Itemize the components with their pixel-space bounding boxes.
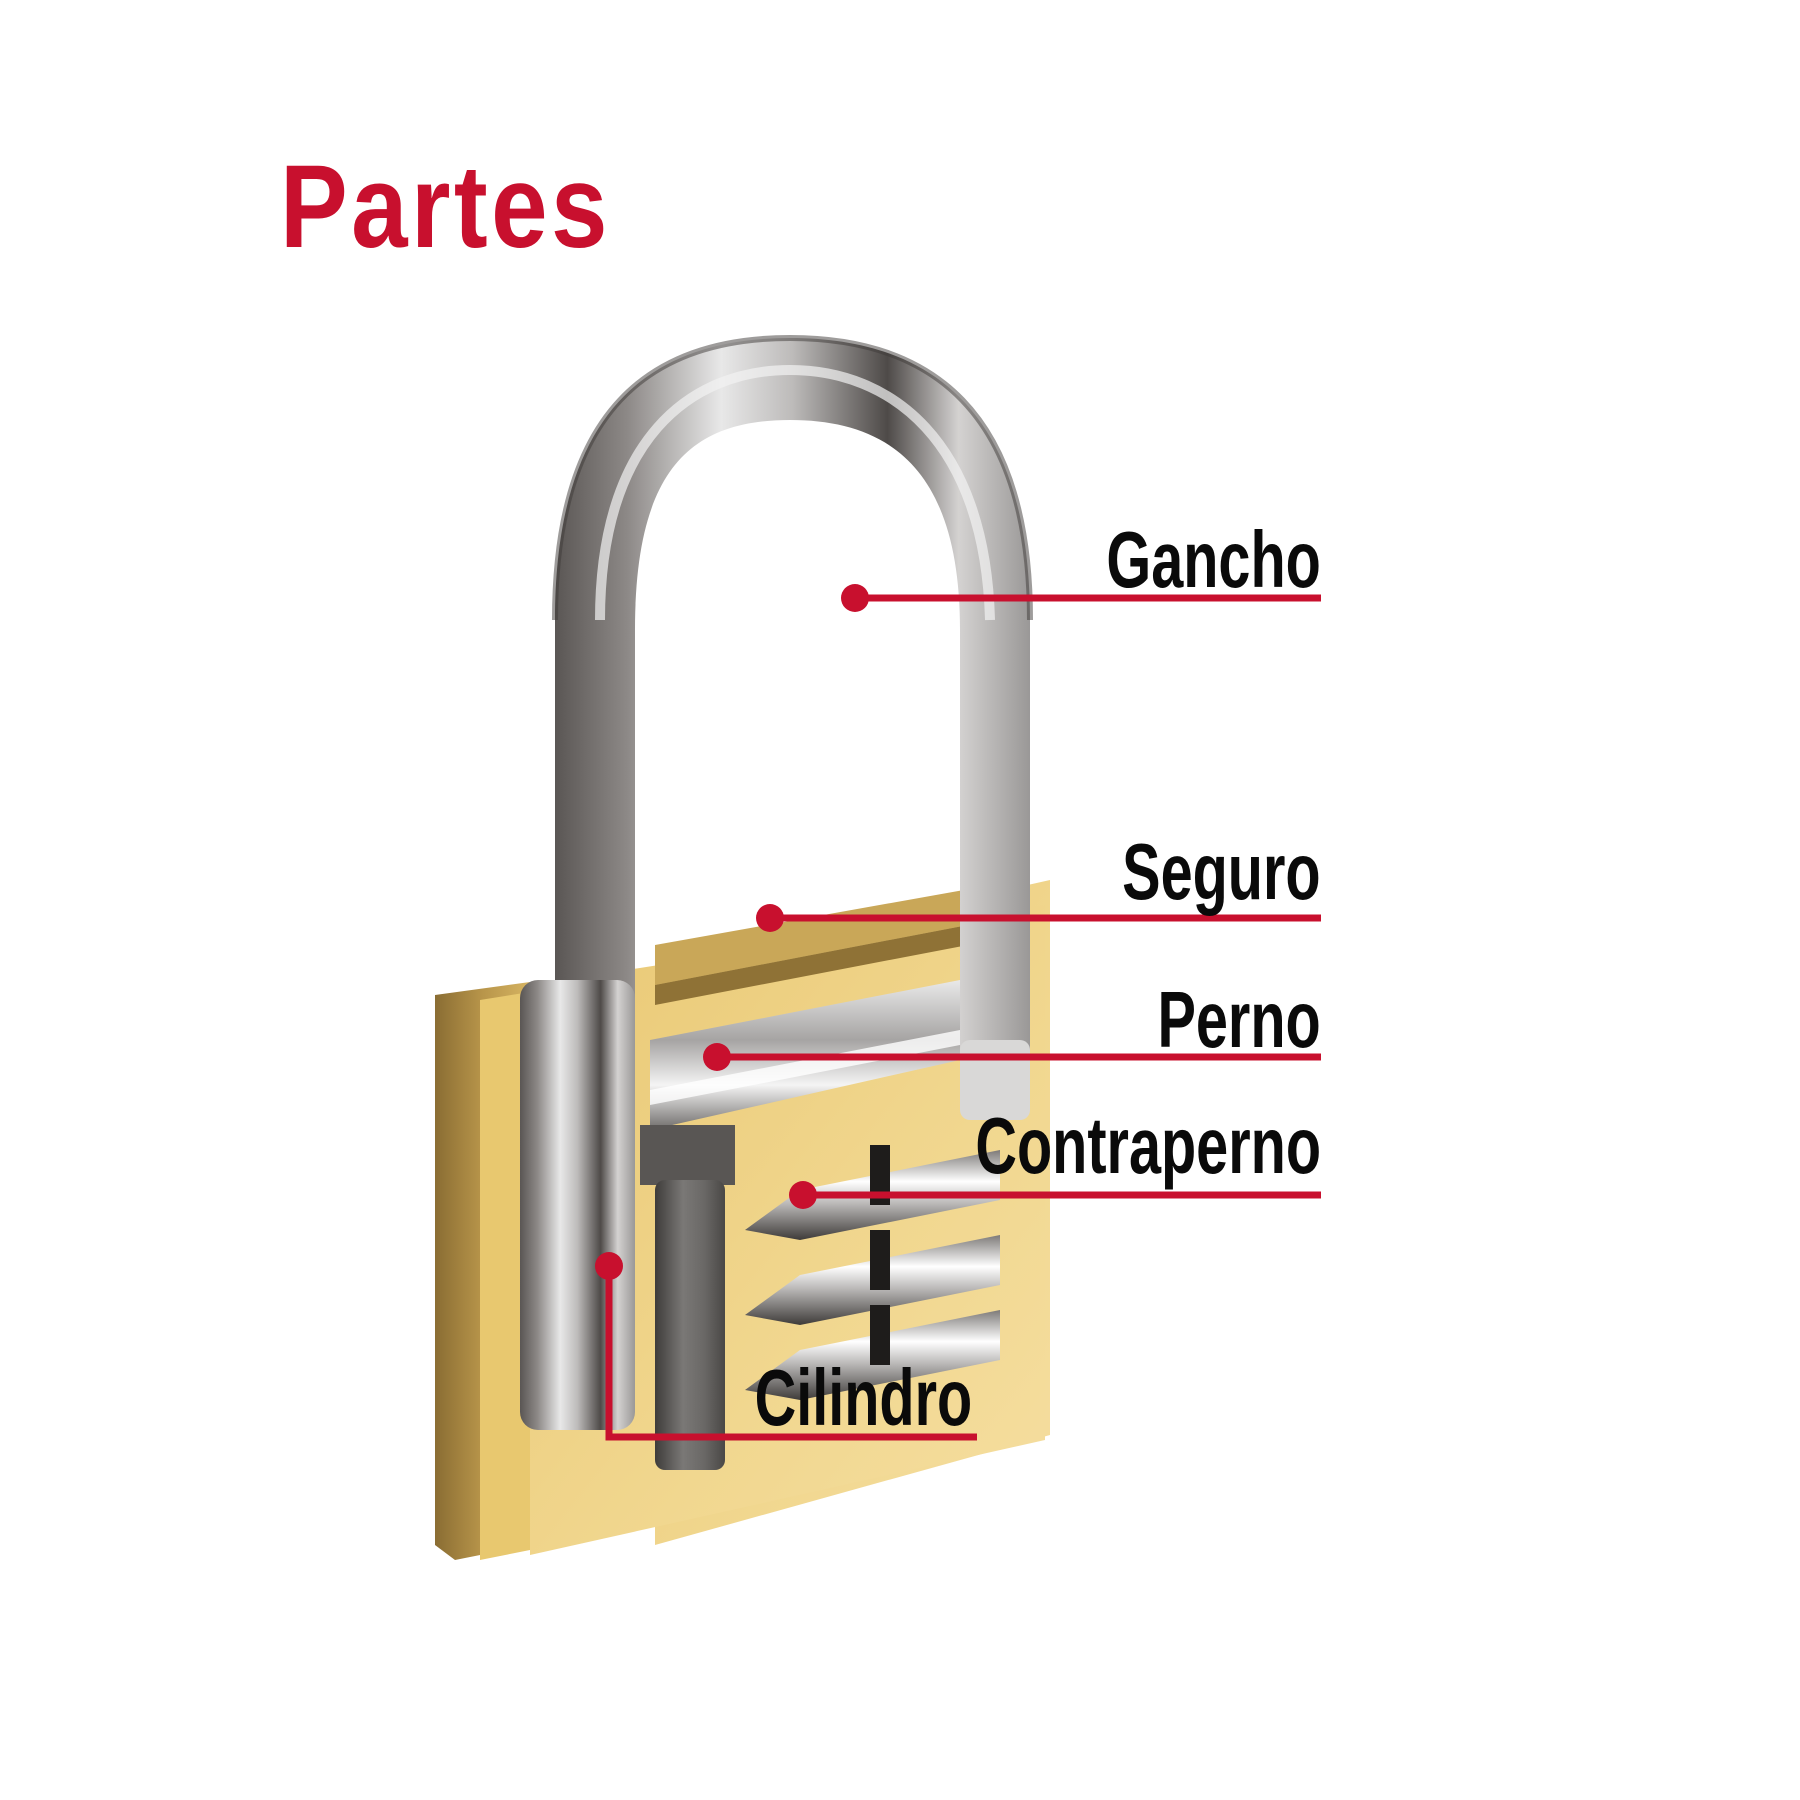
pins bbox=[745, 1145, 1000, 1400]
callout-cilindro bbox=[595, 1252, 977, 1441]
label-seguro: Seguro bbox=[1122, 827, 1321, 916]
label-perno: Perno bbox=[1157, 975, 1321, 1064]
cylinder bbox=[640, 1125, 735, 1470]
callouts bbox=[595, 584, 1321, 1441]
label-cilindro: Cilindro bbox=[754, 1353, 972, 1442]
page-title: Partes bbox=[280, 141, 611, 273]
callout-gancho bbox=[841, 584, 1321, 612]
callout-seguro bbox=[756, 904, 1321, 932]
label-gancho: Gancho bbox=[1106, 515, 1321, 604]
callout-perno bbox=[703, 1043, 1321, 1071]
label-contraperno: Contraperno bbox=[975, 1101, 1321, 1190]
callout-contraperno bbox=[789, 1181, 1321, 1209]
